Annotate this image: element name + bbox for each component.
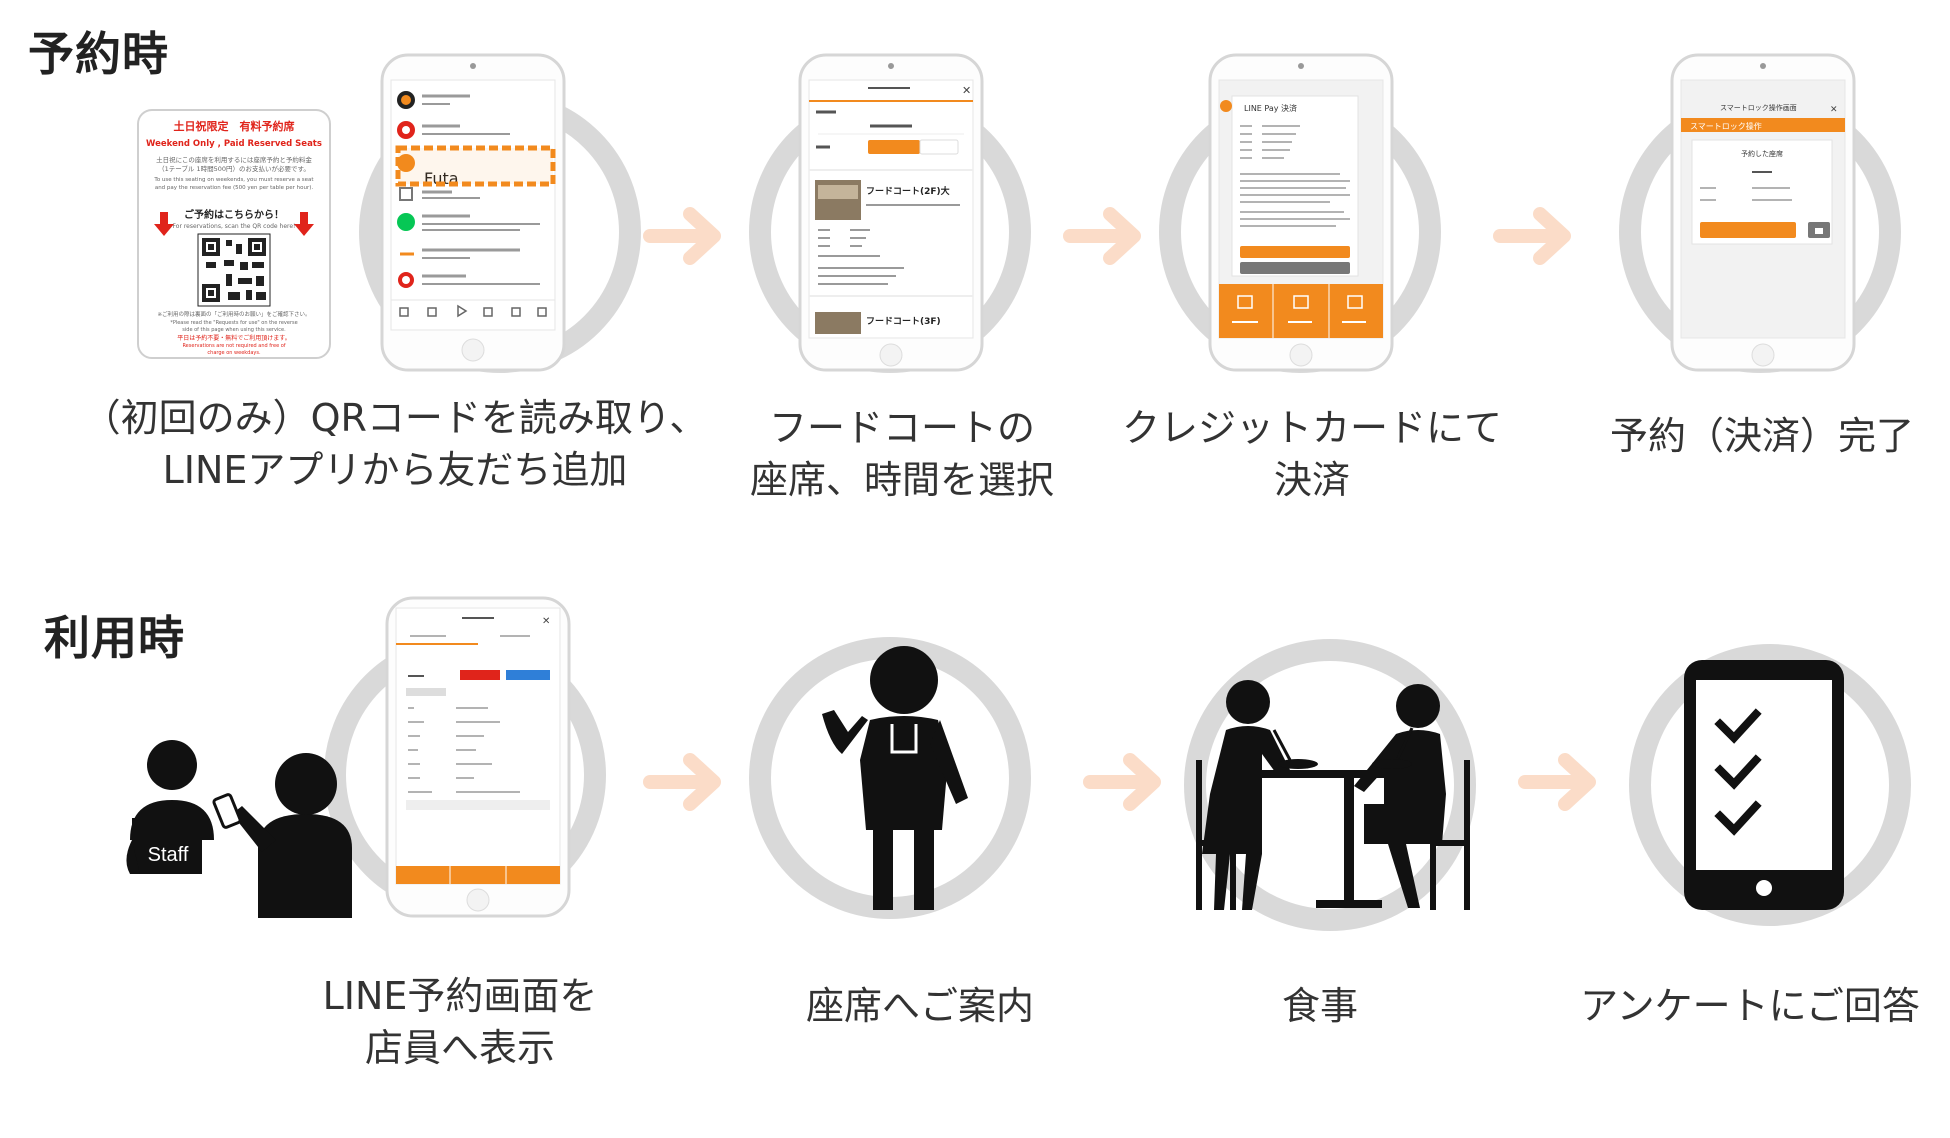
poster-body-en2: and pay the reservation fee (500 yen per… (155, 185, 314, 191)
caption-line: 店員へ表示 (364, 1026, 556, 1070)
poster-body-jp: 土日祝にこの座席を利用するには座席予約と予約料金 (156, 155, 312, 164)
survey-tablet-icon (1684, 660, 1844, 910)
caption-line: LINE予約画面を (322, 974, 598, 1018)
booking-step-3-caption: クレジットカードにて 決済 (1122, 402, 1502, 506)
caption-line: フードコートの (768, 406, 1036, 450)
poster-weekday-en2: charge on weekdays. (207, 350, 261, 356)
usage-step-2-caption: 座席へご案内 (806, 980, 1034, 1032)
arrow-icon-b3 (1493, 207, 1571, 265)
red-tag (460, 670, 500, 680)
poster-cta-en: For reservations, scan the QR code here! (173, 223, 296, 230)
cancel-pay-button (1240, 262, 1350, 274)
staff-label: Staff (148, 844, 189, 866)
poster-note-en2: side of this page when using this servic… (182, 327, 286, 333)
phone-seat-select: ✕ フードコート(2F)大 フードコート(3F) (798, 53, 984, 372)
usage-step-1-caption: LINE予約画面を 店員へ表示 (323, 970, 598, 1074)
booking-step-2-caption: フードコートの 座席、時間を選択 (750, 402, 1054, 506)
svg-text:✕: ✕ (1830, 105, 1838, 115)
caption-line: アンケートにご回答 (1580, 984, 1920, 1028)
down-arrow-icon-right (294, 212, 314, 236)
usage-section-title: 利用時 (44, 611, 185, 665)
caption-line: 座席、時間を選択 (749, 458, 1055, 502)
caption-line: （初回のみ）QRコードを読み取り、 (82, 396, 708, 440)
dining-people-icon (1196, 680, 1470, 910)
poster-subtitle: Weekend Only , Paid Reserved Seats (146, 139, 322, 149)
unlock-button (1700, 222, 1796, 238)
time-select-pill (868, 140, 920, 154)
food-court-item-1: フードコート(2F)大 (866, 185, 950, 197)
smartlock-title: スマートロック操作画面 (1720, 103, 1797, 112)
booking-section-title: 予約時 (28, 27, 169, 81)
caption-line: 食事 (1281, 984, 1359, 1028)
arrow-icon-u2 (1083, 753, 1161, 811)
linepay-title: LINE Pay 決済 (1244, 103, 1297, 113)
arrow-icon-u3 (1518, 753, 1596, 811)
usage-step-4-caption: アンケートにご回答 (1580, 980, 1920, 1032)
food-court-item-2: フードコート(3F) (866, 316, 941, 327)
arrow-icon-b1 (643, 207, 721, 265)
caption-line: LINEアプリから友だち追加 (162, 448, 628, 492)
caption-line: 決済 (1273, 458, 1351, 502)
bottom-nav-bar (1219, 284, 1383, 338)
poster-weekday-en: Reservations are not required and free o… (182, 343, 285, 349)
phone-line-pay: LINE Pay 決済 (1208, 53, 1394, 372)
arrow-icon-b2 (1063, 207, 1141, 265)
smartlock-label: 予約した座席 (1741, 149, 1783, 158)
chat-list: Futa (391, 91, 556, 318)
poster-title: 土日祝限定 有料予約席 (174, 119, 295, 133)
reservation-poster: 土日祝限定 有料予約席 Weekend Only , Paid Reserved… (137, 109, 331, 359)
phone-smart-lock: スマートロック操作画面 ✕ スマートロック操作 予約した座席 (1670, 53, 1856, 372)
smartlock-bar: スマートロック操作 (1690, 121, 1762, 131)
check-icon-1 (1714, 708, 1762, 744)
check-icon-3 (1714, 800, 1762, 836)
caption-line: 座席へご案内 (805, 984, 1035, 1028)
check-icon-2 (1714, 754, 1762, 790)
pay-button (1240, 246, 1350, 258)
usage-step-3-caption: 食事 (1282, 980, 1358, 1032)
svg-text:✕: ✕ (542, 616, 550, 627)
qr-code-icon (197, 233, 271, 307)
poster-note-en: *Please read the "Requests for use" on t… (170, 320, 297, 326)
poster-weekday-jp: 平日は予約不要・無料でご利用頂けます。 (177, 334, 290, 342)
staff-customer-icon: Staff (126, 740, 352, 918)
booking-step-4-caption: 予約（決済）完了 (1610, 410, 1914, 462)
poster-cta-jp: ご予約はこちらから！ (184, 208, 284, 221)
caption-line: 予約（決済）完了 (1609, 414, 1915, 458)
svg-text:✕: ✕ (962, 84, 971, 97)
phone-usage-line: ✕ (385, 596, 571, 918)
poster-body-jp2: （1テーブル 1時間500円）のお支払いが必要です。 (158, 164, 310, 173)
blue-tag (506, 670, 550, 680)
phone-line-chat: Futa (380, 53, 566, 372)
booking-step-1-caption: （初回のみ）QRコードを読み取り、 LINEアプリから友だち追加 (83, 392, 708, 496)
arrow-icon-u1 (643, 753, 721, 811)
staff-guiding-icon (822, 646, 968, 910)
poster-note-jp: ※ご利用の際は裏面の「ご利用時のお願い」をご確認下さい。 (157, 310, 310, 318)
caption-line: クレジットカードにて (1121, 406, 1503, 450)
ring-8 (1629, 644, 1911, 926)
poster-body-en: To use this seating on weekends, you mus… (153, 177, 314, 183)
down-arrow-icon-left (154, 212, 174, 236)
